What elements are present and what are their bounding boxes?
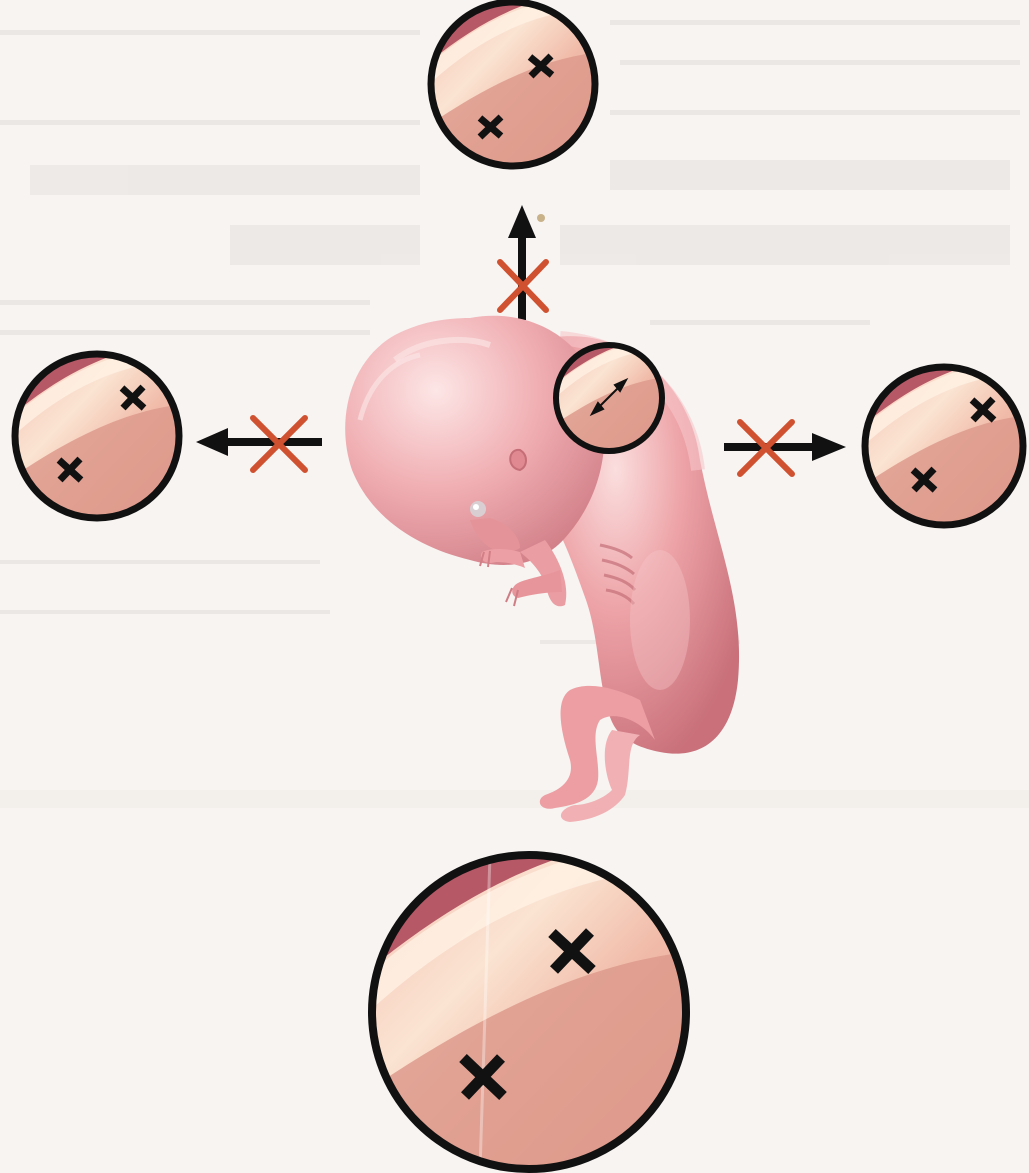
arrow-right-blocked — [724, 422, 846, 474]
embryo-ear — [510, 450, 526, 470]
zoom-circle-top — [423, 0, 620, 191]
zoom-circle-left — [7, 313, 204, 543]
arrow-up-blocked — [500, 205, 546, 320]
arrow-left-blocked — [196, 418, 322, 470]
zoom-circle-right — [857, 328, 1029, 549]
speck — [537, 214, 545, 222]
embryo-illustration — [345, 316, 739, 822]
zoom-circle-bottom — [356, 777, 733, 1173]
